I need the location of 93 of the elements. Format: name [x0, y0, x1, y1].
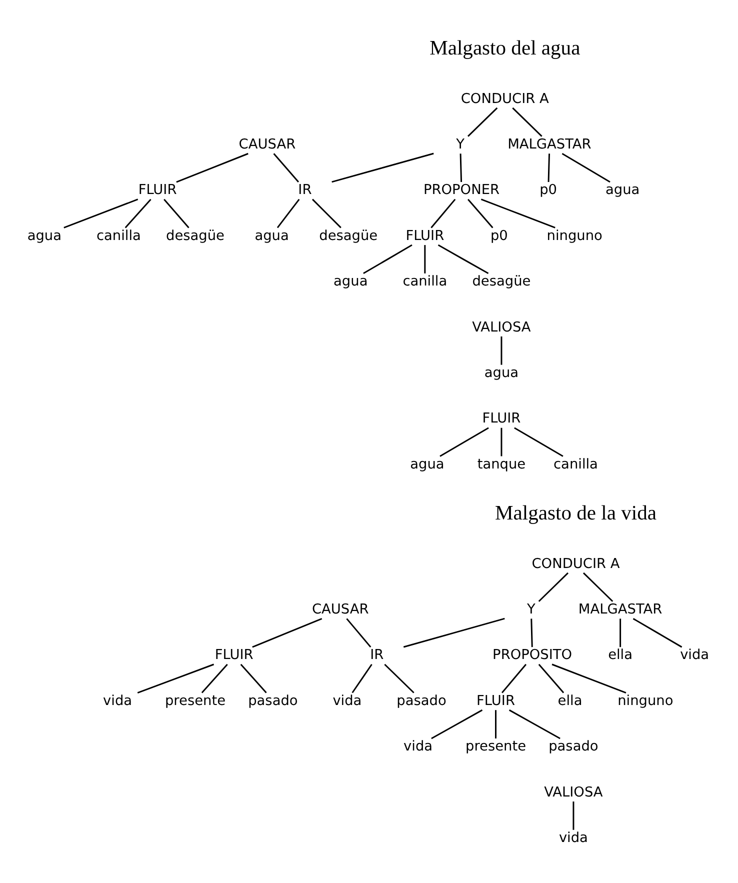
node-text: CAUSAR — [238, 136, 296, 152]
node-text: pasado — [548, 738, 598, 754]
node-text: ella — [608, 646, 632, 663]
node-text: Y — [526, 601, 535, 618]
node-text: desagüe — [318, 227, 378, 244]
node-text: vida — [680, 646, 709, 663]
node-text: CAUSAR — [311, 601, 368, 618]
node-text: ella — [557, 692, 582, 708]
connector — [63, 198, 138, 228]
connector — [240, 663, 266, 693]
connector — [437, 244, 488, 274]
node-text: IR — [298, 182, 312, 198]
connector — [619, 618, 621, 647]
connector — [402, 617, 504, 648]
node-text: MALGASTAR — [578, 601, 662, 618]
connector — [632, 618, 682, 648]
node-text: IR — [370, 646, 384, 663]
connector — [252, 617, 322, 648]
node-text: agua — [605, 182, 640, 198]
connector — [512, 106, 542, 136]
connector — [530, 618, 532, 647]
connector — [538, 663, 564, 693]
connector — [124, 198, 151, 228]
node-text: agua — [26, 227, 62, 244]
connector — [176, 152, 248, 182]
label: Malgasto de la vida — [494, 502, 656, 524]
node-text: FLUIR — [482, 410, 520, 426]
node-text: canilla — [402, 273, 447, 290]
connector — [459, 153, 462, 182]
node-text: p0 — [490, 227, 508, 244]
node-text: canilla — [553, 456, 598, 472]
node-text: canilla — [96, 227, 140, 244]
label: Malgasto del agua — [429, 37, 580, 60]
node-text: agua — [410, 456, 444, 472]
connector — [439, 426, 488, 456]
connector — [311, 198, 341, 228]
node-text: pasado — [396, 692, 446, 708]
connector — [467, 198, 493, 228]
node-text: p0 — [539, 182, 557, 198]
connector — [582, 572, 613, 602]
node-text: FLUIR — [138, 182, 176, 198]
connector — [467, 106, 498, 136]
connector — [547, 153, 550, 182]
connector — [500, 336, 502, 364]
connector — [430, 198, 456, 228]
node-text: CONDUCIR A — [531, 555, 620, 572]
node-text: VALIOSA — [544, 784, 602, 800]
connector — [276, 198, 300, 228]
node-text: FLUIR — [405, 227, 444, 244]
node-text: vida — [102, 692, 132, 708]
connector — [430, 708, 482, 739]
connector — [424, 244, 426, 273]
connector — [480, 198, 555, 228]
connector — [494, 710, 496, 738]
node-text: pasado — [248, 692, 298, 708]
connector — [538, 572, 568, 602]
node-text: FLUIR — [214, 646, 253, 663]
node-text: agua — [333, 273, 368, 290]
connector — [514, 426, 563, 456]
node-text: desagüe — [166, 227, 224, 244]
connector — [200, 663, 228, 693]
node-text: agua — [254, 227, 288, 244]
node-text: vida — [558, 830, 588, 846]
node-text: PROPONER — [422, 182, 500, 198]
connector — [331, 152, 434, 182]
node-text: vida — [403, 738, 432, 754]
connector — [561, 152, 610, 182]
node-text: MALGASTAR — [507, 136, 591, 152]
node-text: FLUIR — [476, 692, 514, 708]
connector — [551, 663, 626, 693]
connector — [351, 663, 372, 693]
connector — [136, 663, 214, 693]
connector — [500, 663, 526, 693]
node-text: desagüe — [472, 273, 530, 290]
node-text: ninguno — [617, 692, 673, 708]
node-text: VALIOSA — [472, 318, 530, 335]
node-text: presente — [464, 738, 526, 754]
node-text: Y — [456, 136, 464, 152]
node-text: vida — [332, 692, 362, 708]
node-text: tanque — [476, 456, 526, 472]
node-text: agua — [484, 364, 518, 380]
connector — [500, 427, 502, 456]
connector — [384, 663, 414, 693]
node-text: PROPOSITO — [492, 646, 572, 663]
connector — [163, 198, 189, 228]
connector — [362, 244, 412, 274]
node-text: presente — [164, 692, 226, 708]
connector — [508, 708, 560, 739]
connector — [346, 618, 371, 648]
node-text: CONDUCIR A — [460, 90, 548, 106]
connector — [272, 152, 299, 182]
connector — [572, 801, 574, 830]
node-text: ninguno — [546, 227, 602, 244]
